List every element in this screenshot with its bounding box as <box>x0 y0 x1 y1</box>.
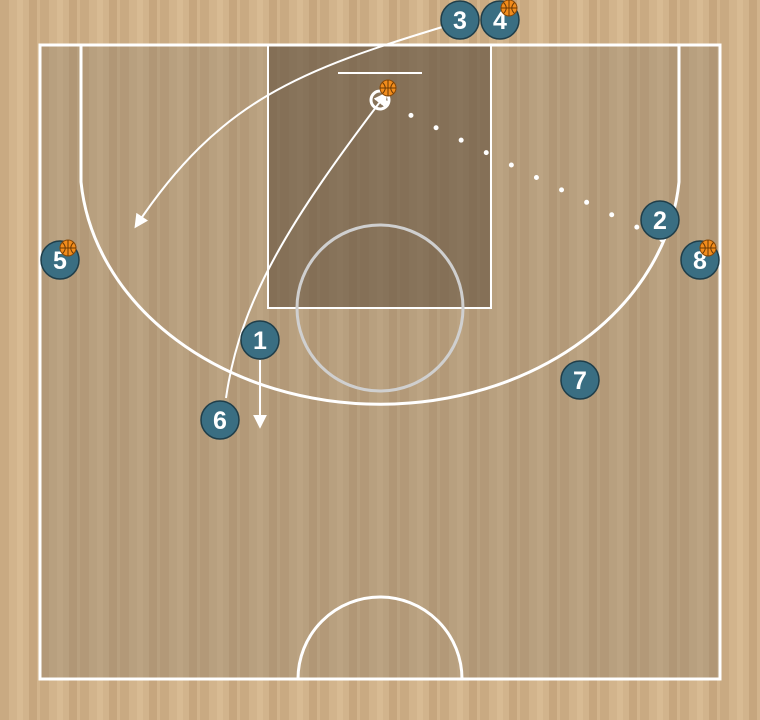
player-8[interactable]: 8 <box>680 239 720 280</box>
player-7-number: 7 <box>573 367 587 395</box>
player-6-number: 6 <box>213 407 227 435</box>
basketball-icon <box>59 239 77 257</box>
basketball-icon <box>699 239 717 257</box>
player-6-marker <box>200 400 240 440</box>
play-actions <box>134 24 690 429</box>
player-5[interactable]: 5 <box>40 239 80 280</box>
player-1-marker <box>240 320 280 360</box>
basketball-icon <box>379 79 397 97</box>
cut-line-player-3 <box>134 24 450 229</box>
three-point-line <box>79 45 681 406</box>
player-2-marker <box>640 200 680 240</box>
player-6[interactable]: 6 <box>200 400 240 440</box>
player-7-marker <box>560 360 600 400</box>
hoop <box>369 89 391 111</box>
center-circle <box>296 595 464 680</box>
paint-area <box>268 45 491 308</box>
player-7[interactable]: 7 <box>560 360 600 400</box>
player-3-marker <box>440 0 480 40</box>
player-2[interactable]: 2 <box>640 200 680 240</box>
player-1[interactable]: 1 <box>240 320 280 360</box>
free-throw-circle <box>295 223 465 393</box>
court-lines <box>38 43 722 681</box>
cut-line-player-6 <box>225 91 388 399</box>
player-3-number: 3 <box>453 7 467 35</box>
player-4[interactable]: 4 <box>480 0 520 40</box>
player-3[interactable]: 3 <box>440 0 480 40</box>
lane-lines <box>267 44 492 309</box>
player-1-number: 1 <box>253 327 267 355</box>
basketball-icon <box>500 0 518 17</box>
pass-line-player-8 <box>377 97 690 255</box>
player-2-number: 2 <box>653 207 667 235</box>
